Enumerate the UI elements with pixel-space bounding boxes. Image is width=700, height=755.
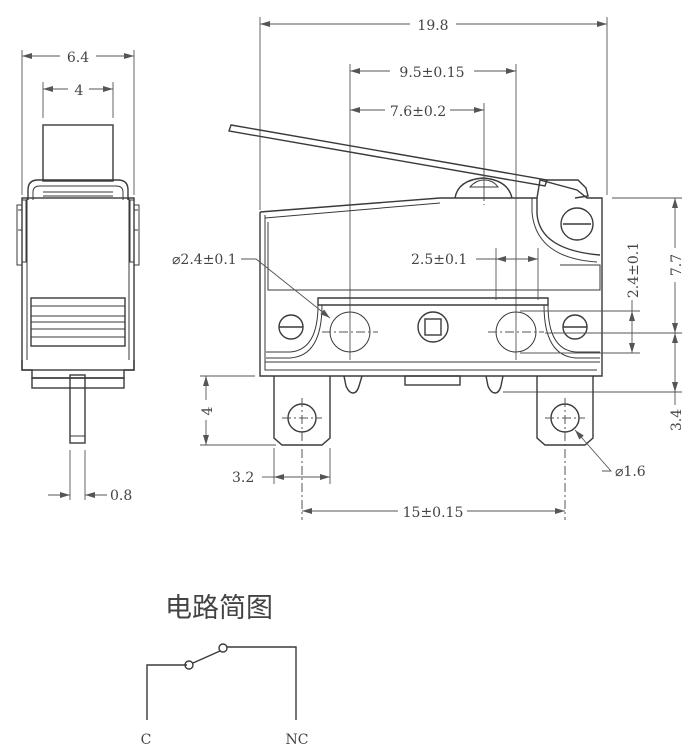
dim-overall-length: 19.8 xyxy=(259,17,608,210)
dim-actuator-width: 4 xyxy=(42,82,114,118)
label-3-4: 3.4 xyxy=(669,409,685,431)
label-4-terminal: 4 xyxy=(200,406,216,415)
dim-terminal-length: 4 xyxy=(200,375,276,446)
dim-terminal-pitch: 15±0.15 xyxy=(302,505,565,521)
label-c: C xyxy=(141,732,152,748)
label-6-4: 6.4 xyxy=(67,50,89,66)
label-nc: NC xyxy=(286,732,309,748)
label-0-8: 0.8 xyxy=(110,488,132,504)
dim-mount-hole: ⌀2.4±0.1 xyxy=(172,252,331,319)
dim-2-5: 2.5±0.1 xyxy=(411,248,539,300)
dim-lever-offset: 7.6±0.2 xyxy=(350,103,485,200)
label-15: 15±0.15 xyxy=(403,505,464,521)
dim-terminal-hole: ⌀1.6 xyxy=(574,429,646,480)
screw-right-icon xyxy=(562,314,588,340)
terminal-right xyxy=(536,376,594,520)
label-7-6: 7.6±0.2 xyxy=(390,104,446,120)
label-diameter-2-4: ⌀2.4±0.1 xyxy=(172,252,237,268)
side-view: 6.4 4 xyxy=(16,50,140,504)
circuit-diagram: 电路简图 C NC xyxy=(141,593,309,748)
label-2-4-vertical: 2.4±0.1 xyxy=(626,242,642,298)
front-view: 19.8 9.5±0.15 7.6±0.2 xyxy=(172,17,685,521)
label-diameter-1-6: ⌀1.6 xyxy=(615,464,646,480)
circuit-title: 电路简图 xyxy=(165,593,273,624)
dim-body-height: 7.7 xyxy=(545,197,685,334)
screw-left-icon xyxy=(278,314,304,340)
label-3-2: 3.2 xyxy=(232,470,254,486)
dim-2-4-vertical: 2.4±0.1 xyxy=(520,242,642,354)
label-4: 4 xyxy=(75,83,84,99)
label-2-5: 2.5±0.1 xyxy=(411,252,467,268)
dim-pin-thickness: 0.8 xyxy=(48,450,132,504)
terminal-left xyxy=(273,376,331,520)
dim-terminal-offset: 3.4 xyxy=(503,333,685,431)
dim-hole-pitch: 9.5±0.15 xyxy=(349,64,517,360)
contact-c-icon xyxy=(184,660,194,670)
label-19-8: 19.8 xyxy=(417,18,448,34)
label-9-5: 9.5±0.15 xyxy=(399,65,464,81)
contact-nc-icon xyxy=(218,643,228,653)
dim-terminal-width: 3.2 xyxy=(232,448,331,486)
label-7-7: 7.7 xyxy=(669,254,685,276)
dim-side-width: 6.4 xyxy=(21,50,135,195)
